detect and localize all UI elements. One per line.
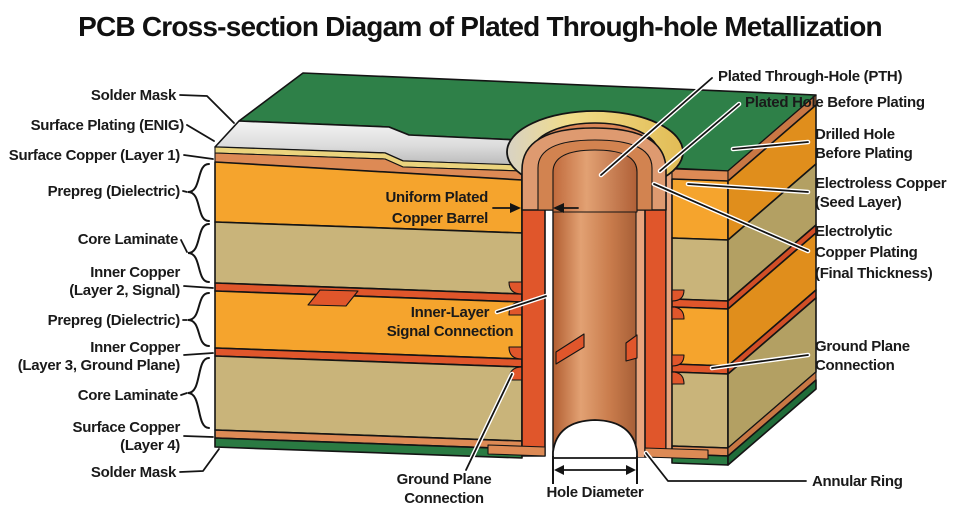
signal-trace-jog [307,289,359,307]
label-plated-hole-before: Plated Hole Before Plating [745,94,925,111]
label-electrolytic-l1: Electrolytic [815,223,892,240]
label-inner-layer-conn-l2: Signal Connection [387,323,514,340]
electroless-seed-strip [665,164,673,458]
label-solder-mask-top: Solder Mask [91,87,177,104]
label-inner-copper-2-l2: (Layer 2, Signal) [69,282,180,299]
hole-diameter-dimension [552,456,638,484]
copper-barrel [521,164,673,458]
label-drilled-hole-l2: Before Plating [815,145,913,162]
label-inner-layer-conn-l1: Inner-Layer [411,304,490,321]
l2-fillet-top [508,281,523,295]
annular-pad-foot-left [487,444,546,457]
label-surface-copper-4-l1: Surface Copper [73,419,181,436]
label-uniform-barrel-l1: Uniform Plated [386,189,489,206]
label-inner-copper-3-l1: Inner Copper [90,339,180,356]
label-inner-copper-2-l1: Inner Copper [90,264,180,281]
core-2-band [214,355,523,442]
page-title: PCB Cross-section Diagam of Plated Throu… [78,11,882,42]
label-annular-ring: Annular Ring [812,473,903,490]
label-electrolytic-l3: (Final Thickness) [815,265,933,282]
l3-fillet-top [508,346,523,360]
label-solder-mask-bottom: Solder Mask [91,464,177,481]
label-electroless-l2: (Seed Layer) [815,194,902,211]
r-l3-fillet-top [671,354,685,367]
annular-pad-foot-right [644,447,709,460]
label-pth: Plated Through-Hole (PTH) [718,68,902,85]
label-surface-plating-enig: Surface Plating (ENIG) [31,117,185,134]
labels-right: Plated Through-Hole (PTH) Plated Hole Be… [718,68,947,490]
label-gpc-right-l2: Connection [815,357,895,374]
hole-bottom-arch [552,419,638,459]
label-surface-copper-4-l2: (Layer 4) [120,437,180,454]
barrel-wall-left [521,169,546,457]
r-l2-fillet-top [671,289,685,302]
labels-left: Solder Mask Surface Plating (ENIG) Surfa… [9,87,185,481]
label-core-laminate-1: Core Laminate [78,231,178,248]
label-inner-copper-3-l2: (Layer 3, Ground Plane) [18,357,181,374]
barrel-thickness-arrows [492,203,579,213]
layer-braces [187,163,210,429]
label-uniform-barrel-l2: Copper Barrel [392,210,488,227]
barrel-dome [521,127,667,213]
label-drilled-hole-l1: Drilled Hole [815,126,895,143]
label-gpc-bottom-l1: Ground Plane [397,471,492,488]
seed-layer-in-hole [636,165,645,457]
leader-lines [179,75,811,484]
right-side-face [727,94,817,466]
labels-center: Uniform Plated Copper Barrel Inner-Layer… [386,189,645,507]
ground-plane-tab-left [555,333,585,365]
label-core-laminate-2: Core Laminate [78,387,178,404]
label-electrolytic-l2: Copper Plating [815,244,918,261]
label-hole-diameter: Hole Diameter [547,484,644,501]
r-l3-fillet-bottom [671,371,685,385]
label-electroless-l1: Electroless Copper [815,175,947,192]
label-surface-copper-1: Surface Copper (Layer 1) [9,147,180,164]
core-1-band [214,221,523,295]
ground-plane-tab-right [625,334,638,362]
r-l2-fillet-bottom [671,306,685,320]
label-gpc-right-l1: Ground Plane [815,338,910,355]
solder-mask-bottom-band [214,437,523,459]
label-prepreg-1: Prepreg (Dielectric) [48,183,181,200]
label-prepreg-2: Prepreg (Dielectric) [48,312,181,329]
label-gpc-bottom-l2: Connection [404,490,484,507]
left-board-stack [214,146,523,459]
